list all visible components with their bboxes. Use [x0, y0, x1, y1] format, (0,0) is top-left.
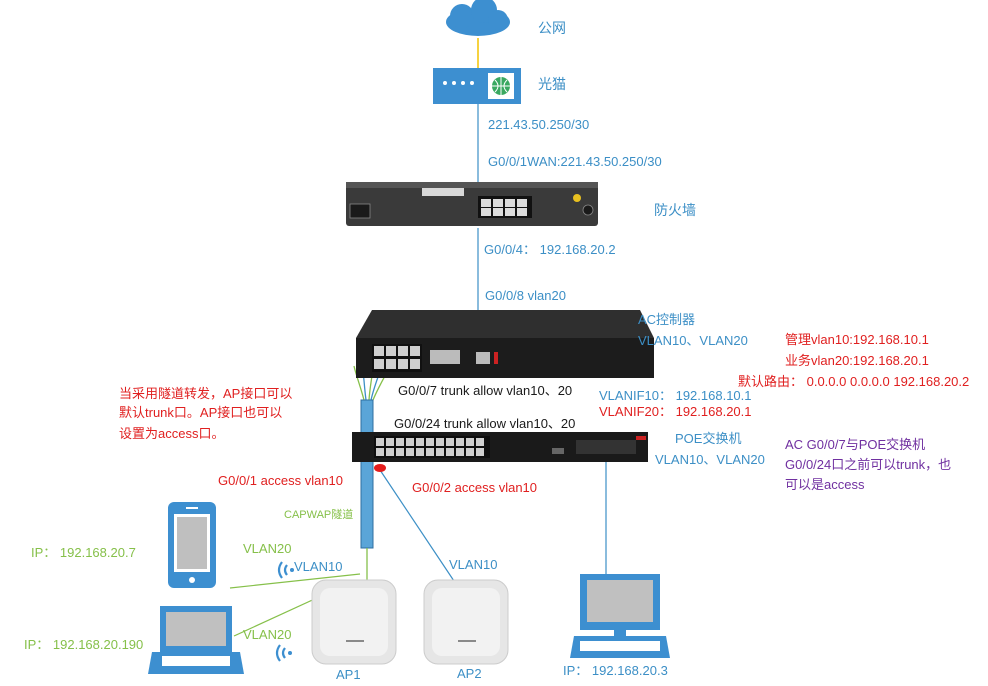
ap1-label: AP1	[336, 667, 361, 682]
ac-label: AC控制器	[638, 312, 696, 327]
note-default-route: 默认路由： 0.0.0.0 0.0.0.0 192.168.20.2	[738, 374, 970, 389]
capwap-label: CAPWAP隧道	[284, 509, 354, 521]
note-ac-poe-line2: G0/0/24口之前可以trunk，也	[785, 457, 952, 472]
internet-label: 公网	[538, 20, 566, 36]
laptop-icon	[148, 606, 244, 674]
note-mgmt-vlan: 管理vlan10:192.168.10.1	[785, 332, 929, 347]
phone-icon	[168, 502, 216, 588]
modem-label: 光猫	[538, 76, 566, 92]
wifi-icon	[277, 561, 294, 579]
ap1-vlan10-label: VLAN10	[294, 559, 343, 574]
poe-g002-label: G0/0/2 access vlan10	[412, 480, 538, 495]
cloud-icon	[446, 0, 510, 36]
vlanif20-label: VLANIF20： 192.168.20.1	[599, 404, 752, 419]
laptop-ip-label: IP： 192.168.20.190	[24, 637, 144, 652]
firewall-label: 防火墙	[654, 202, 696, 218]
poe-g0024-label: G0/0/24 trunk allow vlan10、20	[394, 416, 576, 431]
note-ac-poe-line1: AC G0/0/7与POE交换机	[785, 437, 926, 452]
pc-ip-label: IP： 192.168.20.3	[563, 663, 668, 678]
pc-icon	[570, 574, 670, 658]
note-tunnel-line1: 当采用隧道转发，AP接口可以	[119, 386, 293, 401]
ap1-icon	[311, 579, 397, 665]
ap2-vlan10-label: VLAN10	[449, 557, 498, 572]
note-tunnel-line3: 设置为access口。	[119, 426, 225, 441]
phone-vlan20-label: VLAN20	[243, 541, 292, 556]
phone-ip-label: IP： 192.168.20.7	[31, 545, 136, 560]
vlanif10-label: VLANIF10： 192.168.10.1	[599, 388, 752, 403]
capwap-tunnel	[360, 399, 374, 549]
firewall-wan-label: G0/0/1WAN:221.43.50.250/30	[488, 154, 662, 169]
note-ac-poe-line3: 可以是access	[785, 477, 865, 492]
note-tunnel-line2: 默认trunk口。AP接口也可以	[119, 405, 283, 420]
poe-ap2-link	[379, 469, 461, 591]
laptop-vlan20-label: VLAN20	[243, 627, 292, 642]
poe-vlans-label: VLAN10、VLAN20	[655, 452, 765, 467]
ac-controller-icon	[356, 310, 654, 378]
note-biz-vlan: 业务vlan20:192.168.20.1	[785, 353, 929, 368]
firewall-icon	[346, 182, 598, 226]
ap2-label: AP2	[457, 666, 482, 681]
ac-vlans-label: VLAN10、VLAN20	[638, 333, 748, 348]
firewall-lan-label: G0/0/4： 192.168.20.2	[484, 242, 616, 257]
ac-g007-label: G0/0/7 trunk allow vlan10、20	[398, 383, 573, 398]
wifi-icon	[275, 644, 292, 662]
poe-g001-label: G0/0/1 access vlan10	[218, 473, 344, 488]
modem-icon	[433, 68, 521, 104]
poe-switch-icon	[352, 432, 648, 462]
ac-uplink-label: G0/0/8 vlan20	[485, 288, 566, 303]
modem-ip-label: 221.43.50.250/30	[488, 117, 590, 132]
poe-switch-label: POE交换机	[675, 431, 742, 446]
port-marker-dot	[374, 464, 386, 472]
phone-ap1-link	[229, 573, 361, 589]
ap2-icon	[423, 579, 509, 665]
